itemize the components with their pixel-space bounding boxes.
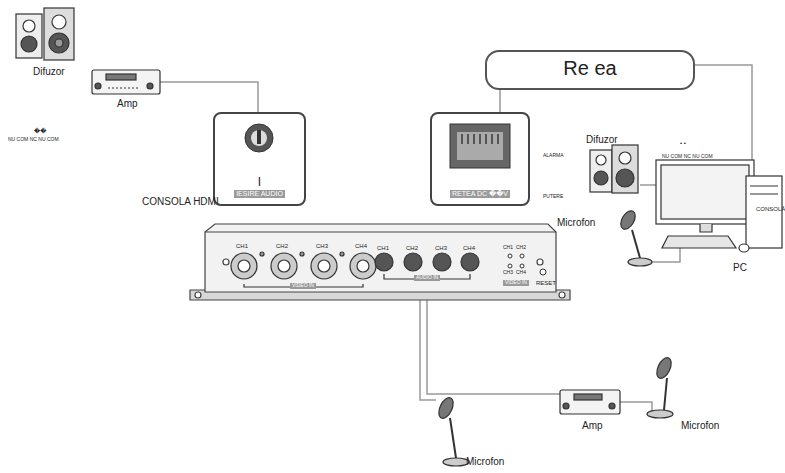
channel-label: CH1	[503, 245, 513, 251]
port-mark: I	[258, 176, 261, 190]
device-name: Microfon	[681, 420, 719, 431]
channel-label: CH3	[316, 243, 328, 250]
symbol: ��	[34, 128, 46, 135]
symbol: • •	[680, 140, 686, 147]
group-label: VIDEO IN	[503, 280, 529, 286]
channel-label: CH1	[377, 245, 389, 252]
rj45-icon	[450, 124, 510, 168]
amp-icon	[560, 390, 620, 414]
network-label: Re ea	[563, 57, 616, 80]
channel-label: CH4	[463, 245, 475, 252]
device-name: Difuzor	[33, 66, 65, 77]
channel-label: CH4	[516, 270, 526, 276]
callout-box: REȚEA DC ��V	[430, 112, 530, 206]
callout-box: IIEȘIRE AUDIO	[213, 112, 306, 206]
button-label: RESET	[536, 280, 556, 287]
device-name: Amp	[582, 420, 603, 431]
jack-icon	[245, 124, 273, 152]
group-label: VIDEO IN	[290, 283, 316, 289]
channel-label: CH2	[516, 245, 526, 251]
channel-label: CH3	[435, 245, 447, 252]
channel-label: CH2	[406, 245, 418, 252]
channel-label: CH2	[276, 243, 288, 250]
group-label: AUDIO IN	[414, 275, 440, 281]
encoder-device	[190, 224, 570, 300]
terminal-names: NU COM NC NU COM	[662, 154, 713, 160]
port-label: REȚEA DC ��V	[450, 190, 510, 198]
network-box: Re ea	[485, 50, 695, 90]
connector	[499, 90, 501, 112]
channel-label: CH4	[355, 243, 367, 250]
port-label: IEȘIRE AUDIO	[234, 190, 285, 198]
port-name: CONSOLA HDMI	[142, 196, 219, 207]
microphone-icon	[436, 208, 674, 466]
device-name: Microfon	[557, 217, 595, 228]
port-name: CONSOLĂ	[756, 206, 785, 213]
wire	[620, 402, 652, 412]
wire	[160, 82, 258, 112]
device-name: PC	[733, 262, 747, 273]
device-name: Amp	[117, 98, 138, 109]
channel-label: CH3	[503, 270, 513, 276]
port-name: PUTERE	[543, 194, 563, 200]
speaker-icon	[590, 145, 638, 193]
bnc-connector	[231, 252, 376, 287]
amp-icon	[92, 70, 160, 94]
port-name: ALARMA	[543, 153, 564, 159]
device-name: Microfon	[466, 456, 504, 467]
terminal-names: NU COM NC NU COM	[8, 137, 59, 143]
led-indicator	[508, 254, 546, 275]
wire	[640, 184, 656, 186]
speaker-icon	[16, 8, 74, 60]
device-name: Difuzor	[586, 134, 618, 145]
channel-label: CH1	[236, 243, 248, 250]
